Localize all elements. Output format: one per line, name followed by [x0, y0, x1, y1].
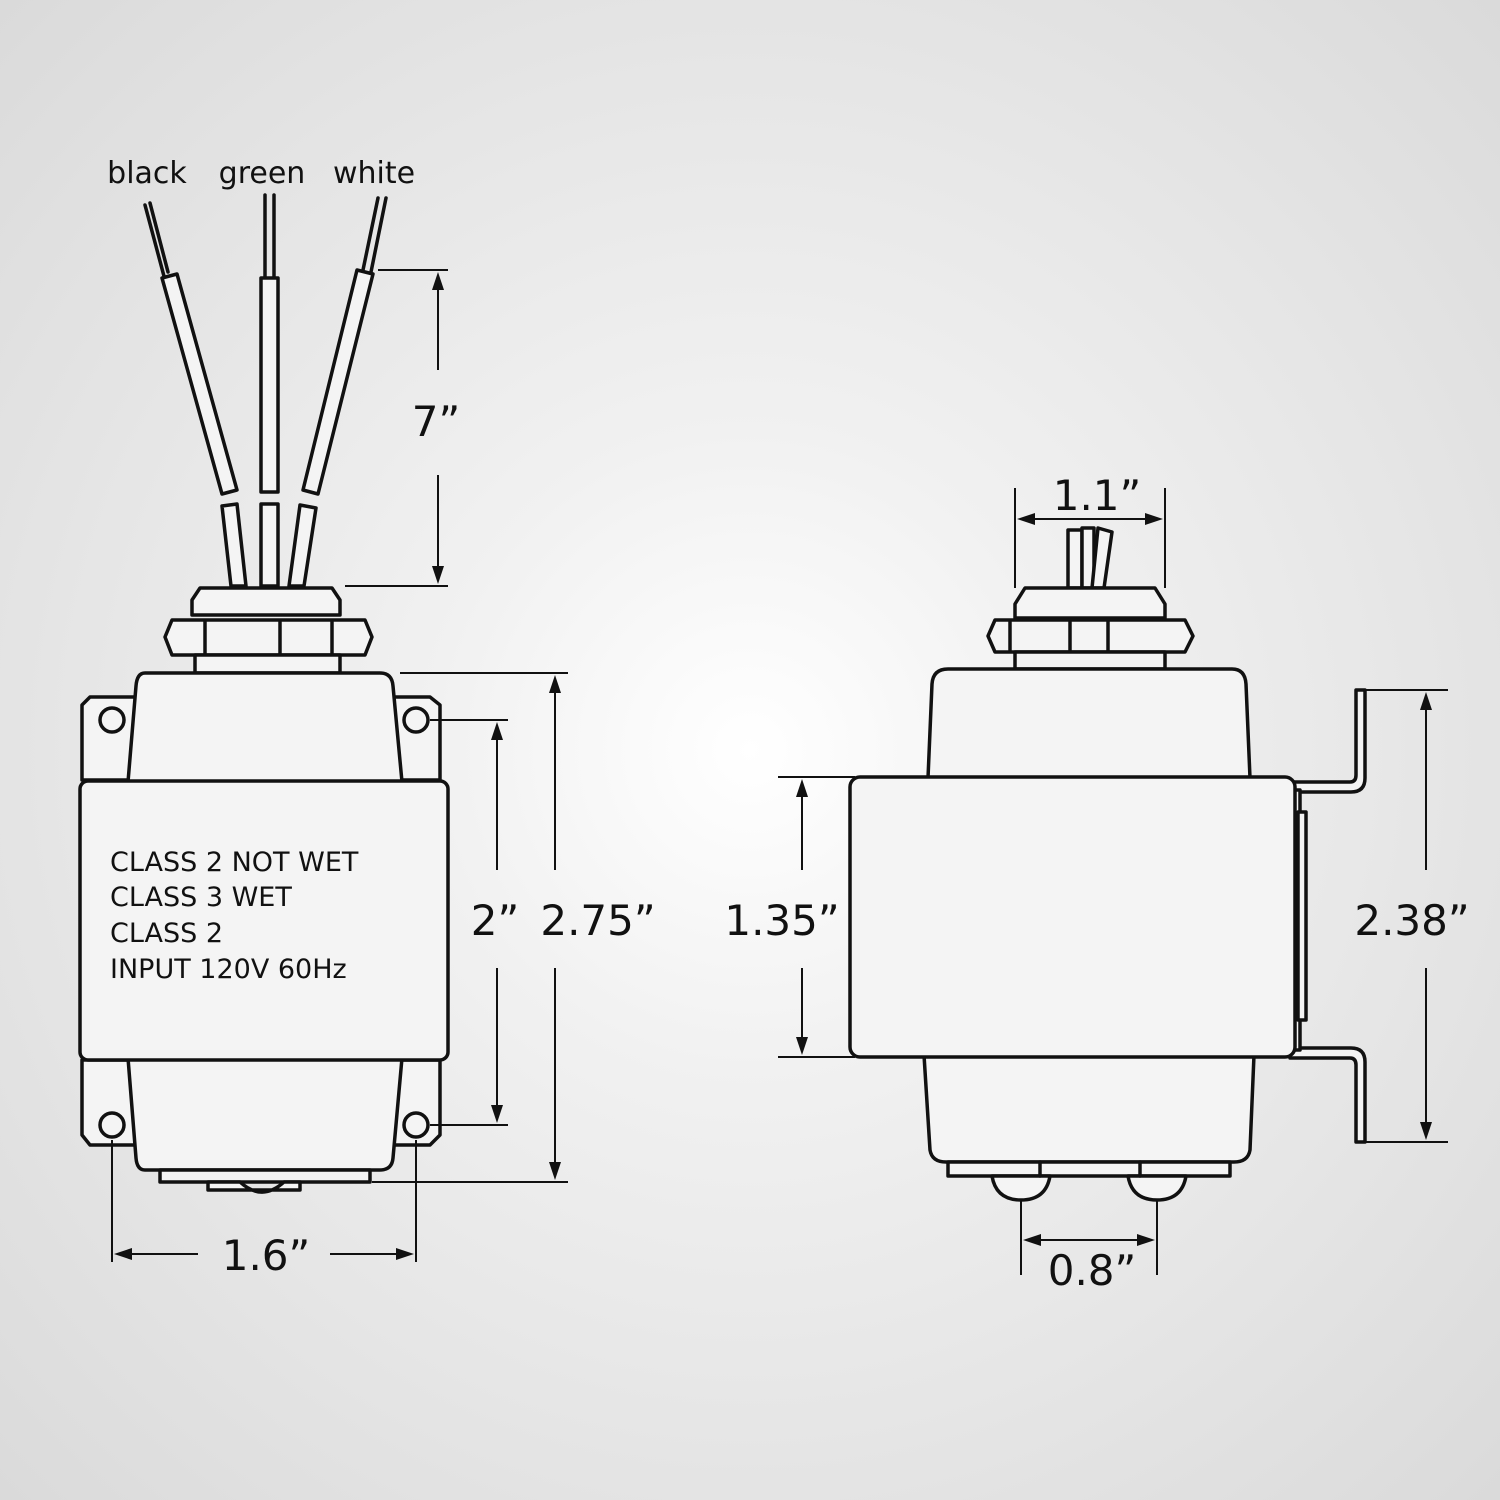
mount-hole-top-left — [98, 706, 126, 734]
dim-label-core-height: 1.35” — [724, 896, 839, 945]
label-line-3: CLASS 2 — [110, 918, 223, 949]
side-core-body — [848, 775, 1297, 1059]
bottom-cap — [126, 1056, 404, 1172]
mount-hole-bottom-left — [98, 1111, 126, 1139]
dim-label-fitting-width: 1.1” — [1053, 471, 1142, 520]
dim-core-height — [778, 776, 855, 1058]
label-line-1: CLASS 2 NOT WET — [110, 847, 359, 878]
mount-bracket — [1288, 688, 1367, 794]
dim-terminal-spacing — [1020, 1200, 1158, 1275]
side-gland-cap — [1013, 586, 1167, 620]
mount-hole-top-right — [402, 706, 430, 734]
label-line-2: CLASS 3 WET — [110, 882, 292, 913]
dim-label-wire-length: 7” — [412, 397, 460, 446]
core-body — [78, 779, 450, 1062]
mount-hole-bottom-right — [402, 1111, 430, 1139]
label-line-4: INPUT 120V 60Hz — [110, 954, 347, 985]
dim-label-terminal-spacing: 0.8” — [1048, 1246, 1137, 1295]
dim-wire-length — [345, 269, 448, 587]
side-top-cap — [926, 667, 1252, 780]
dim-mount-hole-spacing — [430, 719, 508, 1126]
dim-label-overall-height: 2.75” — [540, 896, 655, 945]
dim-label-bracket-height: 2.38” — [1354, 896, 1469, 945]
gland-nut — [163, 618, 374, 657]
wire-label-white: white — [333, 156, 415, 191]
dim-label-width: 1.6” — [222, 1231, 311, 1280]
side-view — [848, 526, 1367, 1202]
gland-cap — [190, 586, 342, 617]
side-gland-nut — [986, 618, 1195, 654]
dim-width — [111, 1140, 417, 1262]
wire-green — [259, 193, 280, 588]
dim-bracket-height — [1365, 689, 1448, 1143]
dim-fitting-width — [1014, 488, 1166, 588]
side-bottom-cap — [922, 1053, 1256, 1164]
wire-black — [143, 201, 248, 588]
wire-white — [287, 196, 388, 588]
dim-overall-height — [372, 672, 568, 1183]
wire-label-green: green — [219, 156, 306, 191]
wire-label-black: black — [107, 156, 187, 191]
front-view — [78, 193, 450, 1194]
dim-label-mount-hole-spacing: 2” — [471, 896, 519, 945]
top-cap — [126, 671, 404, 784]
